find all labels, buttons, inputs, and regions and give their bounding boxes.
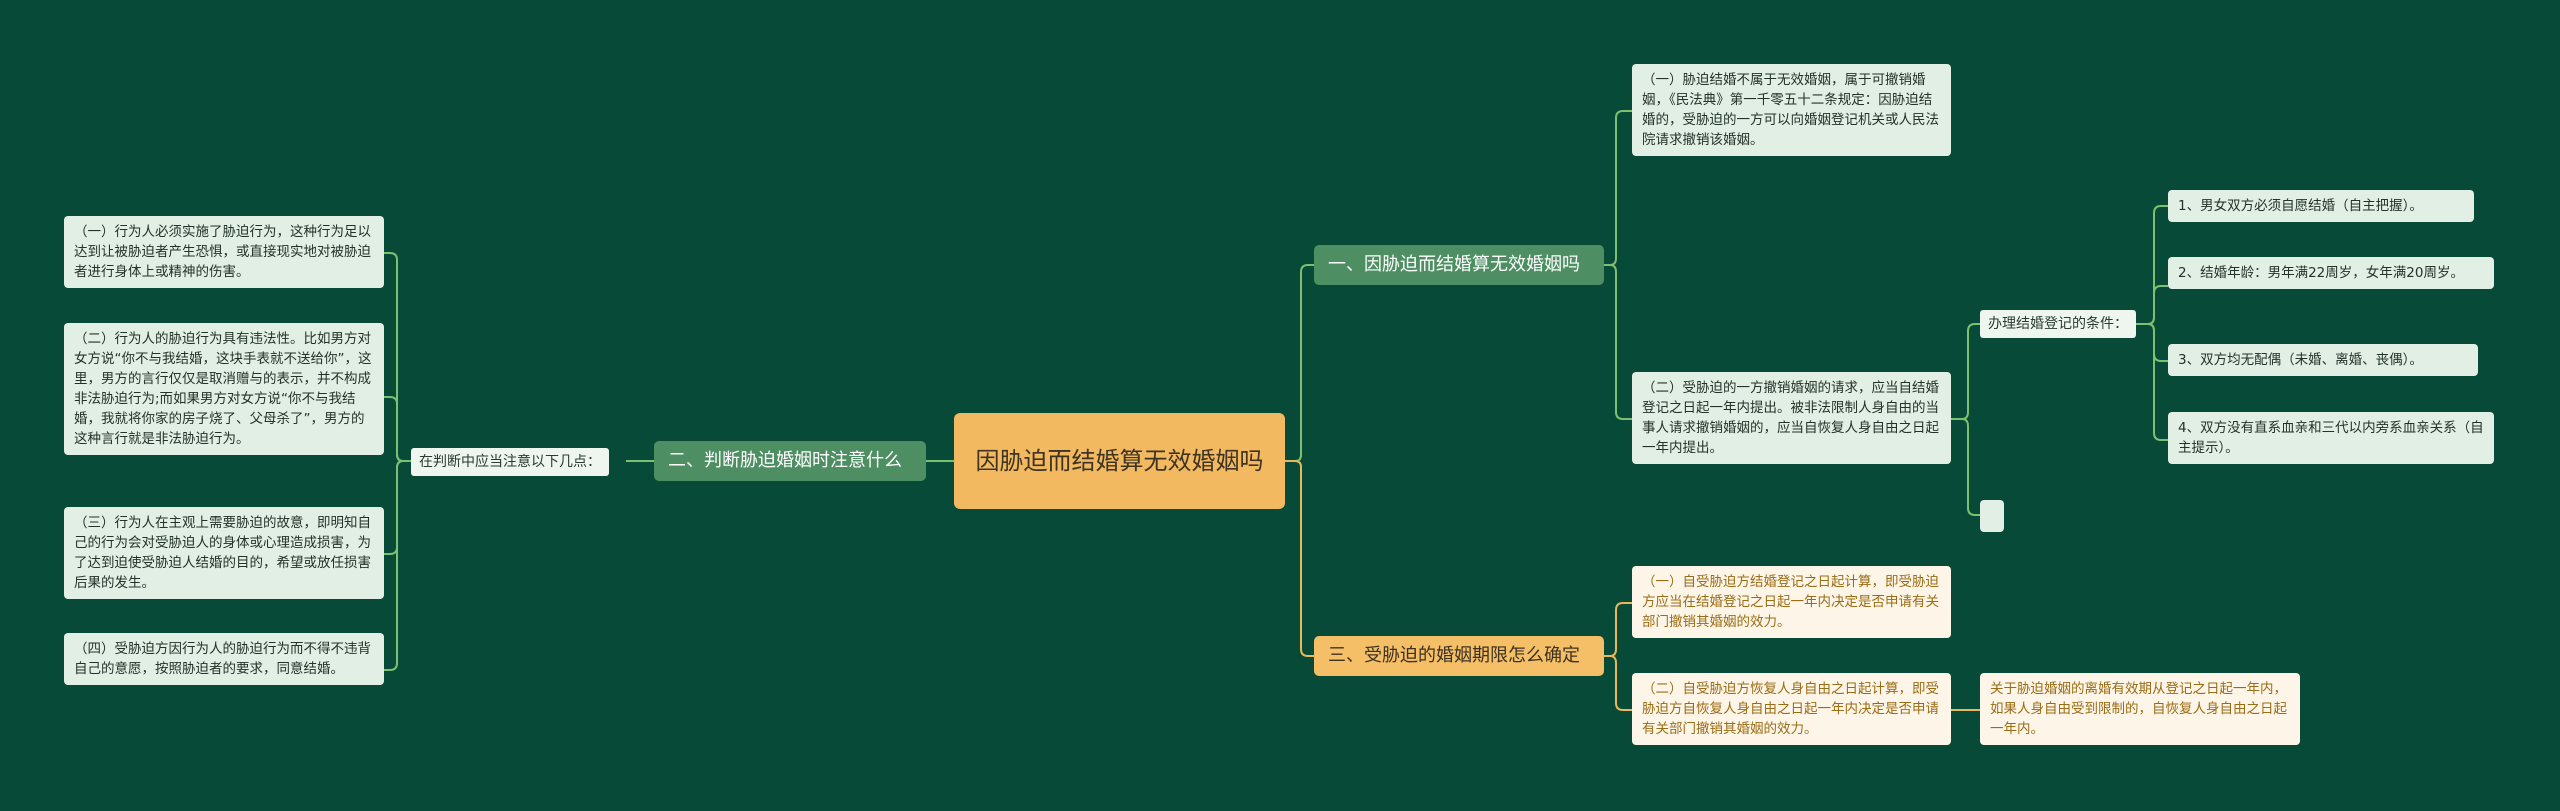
link-branch1-item1: [1604, 110, 1632, 266]
branch-3-note[interactable]: 关于胁迫婚姻的离婚有效期从登记之日起一年内，如果人身自由受到限制的，自恢复人身自…: [1980, 673, 2300, 745]
link-label-item4: [384, 460, 411, 671]
link-item2-conditions: [1951, 323, 1980, 420]
conditions-label[interactable]: 办理结婚登记的条件：: [1980, 310, 2136, 338]
branch-3-topic[interactable]: 三、受胁迫的婚姻期限怎么确定: [1314, 636, 1604, 676]
link-label-item2: [384, 396, 411, 462]
branch-2-label[interactable]: 在判断中应当注意以下几点：: [411, 448, 609, 476]
root-topic[interactable]: 因胁迫而结婚算无效婚姻吗: [954, 413, 1285, 509]
branch-2-topic[interactable]: 二、判断胁迫婚姻时注意什么: [654, 441, 926, 481]
branch-2-item-4[interactable]: （四）受胁迫方因行为人的胁迫行为而不得不违背自己的意愿，按照胁迫者的要求，同意结…: [64, 633, 384, 685]
condition-item-3[interactable]: 3、双方均无配偶（未婚、离婚、丧偶）。: [2168, 344, 2478, 376]
link-item2-empty: [1951, 418, 1980, 516]
link-cond-3: [2136, 323, 2168, 362]
branch-2-item-2[interactable]: （二）行为人的胁迫行为具有违法性。比如男方对女方说“你不与我结婚，这块手表就不送…: [64, 323, 384, 455]
link-root-branch3: [1285, 460, 1314, 657]
branch-1-topic[interactable]: 一、因胁迫而结婚算无效婚姻吗: [1314, 245, 1604, 285]
link-root-branch1: [1285, 264, 1314, 462]
condition-item-4[interactable]: 4、双方没有直系血亲和三代以内旁系血亲关系（自主提示）。: [2168, 412, 2494, 464]
empty-node[interactable]: [1980, 500, 2004, 532]
branch-1-item-1[interactable]: （一）胁迫结婚不属于无效婚姻，属于可撤销婚姻，《民法典》第一千零五十二条规定：因…: [1632, 64, 1951, 156]
link-branch3-item2: [1604, 655, 1632, 711]
branch-3-item-1[interactable]: （一）自受胁迫方结婚登记之日起计算，即受胁迫方应当在结婚登记之日起一年内决定是否…: [1632, 566, 1951, 638]
link-branch1-item2: [1604, 264, 1632, 420]
branch-3-item-2[interactable]: （二）自受胁迫方恢复人身自由之日起计算，即受胁迫方自恢复人身自由之日起一年内决定…: [1632, 673, 1951, 745]
link-branch3-item1: [1604, 602, 1632, 657]
condition-item-1[interactable]: 1、男女双方必须自愿结婚（自主把握）。: [2168, 190, 2474, 222]
branch-1-item-2[interactable]: （二）受胁迫的一方撤销婚姻的请求，应当自结婚登记之日起一年内提出。被非法限制人身…: [1632, 372, 1951, 464]
link-cond-1: [2136, 205, 2168, 325]
condition-item-2[interactable]: 2、结婚年龄：男年满22周岁，女年满20周岁。: [2168, 257, 2494, 289]
link-cond-4: [2136, 323, 2168, 441]
branch-2-item-1[interactable]: （一）行为人必须实施了胁迫行为，这种行为足以达到让被胁迫者产生恐惧，或直接现实地…: [64, 216, 384, 288]
link-cond-2: [2136, 285, 2168, 325]
branch-2-item-3[interactable]: （三）行为人在主观上需要胁迫的故意，即明知自己的行为会对受胁迫人的身体或心理造成…: [64, 507, 384, 599]
